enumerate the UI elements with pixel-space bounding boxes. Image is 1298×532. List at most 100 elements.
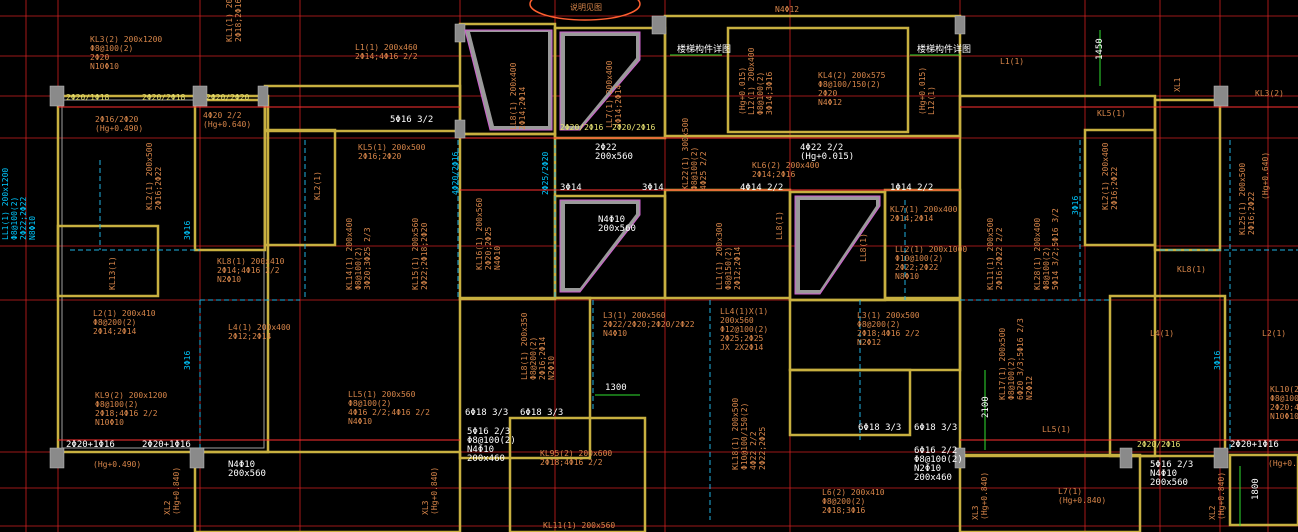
label-bar-2c20-v: 4Φ20/2Φ16	[451, 151, 460, 195]
label-kl1-left: KL1(1) 200x4602Φ18;2Φ16	[225, 0, 243, 42]
label-line: KL9(2) 200x1200	[95, 391, 167, 400]
label-line: Φ8@100(2)	[690, 147, 699, 190]
label-dim-1800: 1800	[1251, 478, 1261, 500]
label-line: 2Φ22/2Φ20;2Φ20/2Φ22	[603, 320, 695, 329]
label-line: Φ8@100(2)	[1007, 357, 1016, 400]
label-line: Φ8@200(2)	[822, 497, 865, 506]
label-line: KL15(1) 200x560	[411, 218, 420, 290]
label-line: (Hg+0.840)	[1058, 496, 1106, 505]
label-kl16: KL16(1) 200x5602Φ20;2Φ25N4Φ10	[475, 198, 502, 270]
label-line: KL5(1)	[1097, 109, 1126, 118]
label-line: N2Φ12	[857, 338, 881, 347]
label-line: (Hg+0.490)	[95, 124, 143, 133]
label-line: 200x460	[914, 473, 952, 483]
label-line: L4(1)	[1150, 329, 1174, 338]
label-line: N8Φ10	[895, 272, 919, 281]
label-line: 2Φ22	[595, 143, 617, 153]
label-line: (Hg+0.015)	[918, 67, 927, 115]
label-line: 2Φ20/2Φ16	[560, 123, 604, 132]
label-ll1: LL1(1) 200x300Φ8@150(2)2Φ12;2Φ14	[715, 222, 742, 290]
label-stair-1: 楼梯构件详图	[677, 43, 731, 55]
label-line: 3Φ14;3Φ16	[765, 71, 774, 115]
beam-lines	[58, 106, 1298, 441]
label-line: Φ8@200(2)	[93, 318, 136, 327]
label-l7: L7(1)(Hg+0.840)	[1058, 487, 1106, 505]
label-kl11-bot: KL11(1) 200x560	[543, 521, 615, 530]
label-line: 1450	[1095, 38, 1105, 60]
label-line: Φ8@100(2)	[90, 44, 133, 53]
label-line: 2Φ14;2Φ14	[93, 327, 137, 336]
label-line: Φ8@100(2)	[10, 197, 19, 240]
label-line: XL1	[1173, 77, 1182, 92]
label-line: 2100	[981, 396, 991, 418]
label-top-bar-3: 2Φ20/2Φ20	[206, 93, 250, 102]
label-bar-2c20-2c16b: 2Φ20/2Φ16	[612, 123, 656, 132]
label-kl2-left: KL2(1) 200x5002Φ16;2Φ22	[145, 142, 163, 210]
label-bottom-bar-1: 2Φ20+1Φ16	[66, 440, 115, 450]
label-line: 5Φ14 3/2;5Φ16 3/2	[1051, 208, 1060, 290]
label-line: Φ8@100(2)	[756, 72, 765, 115]
label-line: KL95(2) 200x600	[540, 449, 612, 458]
label-stair-2: 楼梯构件详图	[917, 43, 971, 55]
label-line: KL6(2) 200x400	[752, 161, 820, 170]
label-bar-3c14b: 3Φ14	[642, 183, 664, 193]
label-line: 2Φ20/2Φ20	[206, 93, 250, 102]
label-line: (Hg+0.840)	[430, 467, 439, 515]
label-kl5-right: KL5(1)	[1097, 109, 1126, 118]
label-line: LL8(1)	[859, 233, 868, 262]
label-line: Φ10@100(2)	[895, 254, 943, 263]
label-bar-3c16a: 3Φ16	[183, 351, 192, 370]
label-line: KL2(1) 200x400	[1101, 142, 1110, 210]
dashed-beams	[70, 140, 1298, 520]
label-line: 2Φ18;2Φ16	[234, 0, 243, 42]
label-line: KL8(1)	[1177, 265, 1206, 274]
label-line: KL11(1) 200x560	[543, 521, 615, 530]
label-line: 3Φ16	[183, 221, 192, 240]
label-line: N4Φ10	[1150, 469, 1177, 479]
label-wall-left-1: 2Φ16/2Φ20(Hg+0.490)	[95, 115, 143, 133]
label-line: 2Φ14;2Φ14	[614, 84, 623, 128]
label-line: N4Φ10	[467, 445, 494, 455]
label-line: KL14(1) 200x400	[345, 218, 354, 290]
label-line: 6Φ20 3/3;5Φ16 2/3	[1016, 318, 1025, 400]
label-line: 1800	[1251, 478, 1261, 500]
label-line: (Hg+0.640)	[1261, 152, 1270, 200]
label-bar-2c25: 2Φ25/2Φ20	[541, 151, 550, 195]
label-line: N10Φ10	[1270, 412, 1298, 421]
label-top-bar-1: 2Φ20/1Φ18	[66, 93, 110, 102]
label-line: Φ8@100(2)	[95, 400, 138, 409]
label-kl2-r: KL2(1) 200x4002Φ16;2Φ22	[1101, 142, 1119, 210]
label-line: Φ8@200(2)	[529, 337, 538, 380]
label-line: L4(1) 200x400	[228, 323, 291, 332]
label-line: 6Φ18 3/3	[914, 423, 957, 433]
label-l12: (Hg+0.015)L12(1) 200x400Φ8@100(2)3Φ14;3Φ…	[738, 47, 774, 115]
label-line: N4Φ10	[228, 460, 255, 470]
label-line: 2Φ14;2Φ14	[518, 86, 527, 130]
label-l4-r: L4(1)	[1150, 329, 1174, 338]
label-bar-6c18c: 6Φ18 3/3	[858, 423, 901, 433]
label-line: L12(1)	[927, 86, 936, 115]
label-line: L6(2) 200x410	[822, 488, 885, 497]
label-line: KL25(1) 200x500	[1238, 163, 1247, 235]
label-kl13: KL13(1)	[108, 256, 117, 290]
label-line: KL7(1) 200x400	[890, 205, 958, 214]
label-line: L12(1) 200x400	[747, 47, 756, 115]
label-line: 楼梯构件详图	[917, 43, 971, 55]
label-line: KL17(1) 200x500	[998, 328, 1007, 400]
label-kl25: KL25(1) 200x5002Φ16;2Φ22	[1238, 163, 1256, 235]
label-line: LL1(1) 200x300	[715, 222, 724, 290]
label-bar-1c14: 1Φ14 2/2	[890, 183, 933, 193]
label-line: 2Φ18;3Φ16	[822, 506, 866, 515]
label-line: 2Φ18;4Φ16 2/2	[540, 458, 603, 467]
label-line: 6Φ16 2/2	[914, 446, 957, 456]
label-line: 6Φ18 3/3	[520, 408, 563, 418]
label-line: KL18(1) 200x500	[731, 398, 740, 470]
label-kl8-r: KL8(1)	[1177, 265, 1206, 274]
label-line: 2Φ16;2Φ20	[358, 152, 402, 161]
